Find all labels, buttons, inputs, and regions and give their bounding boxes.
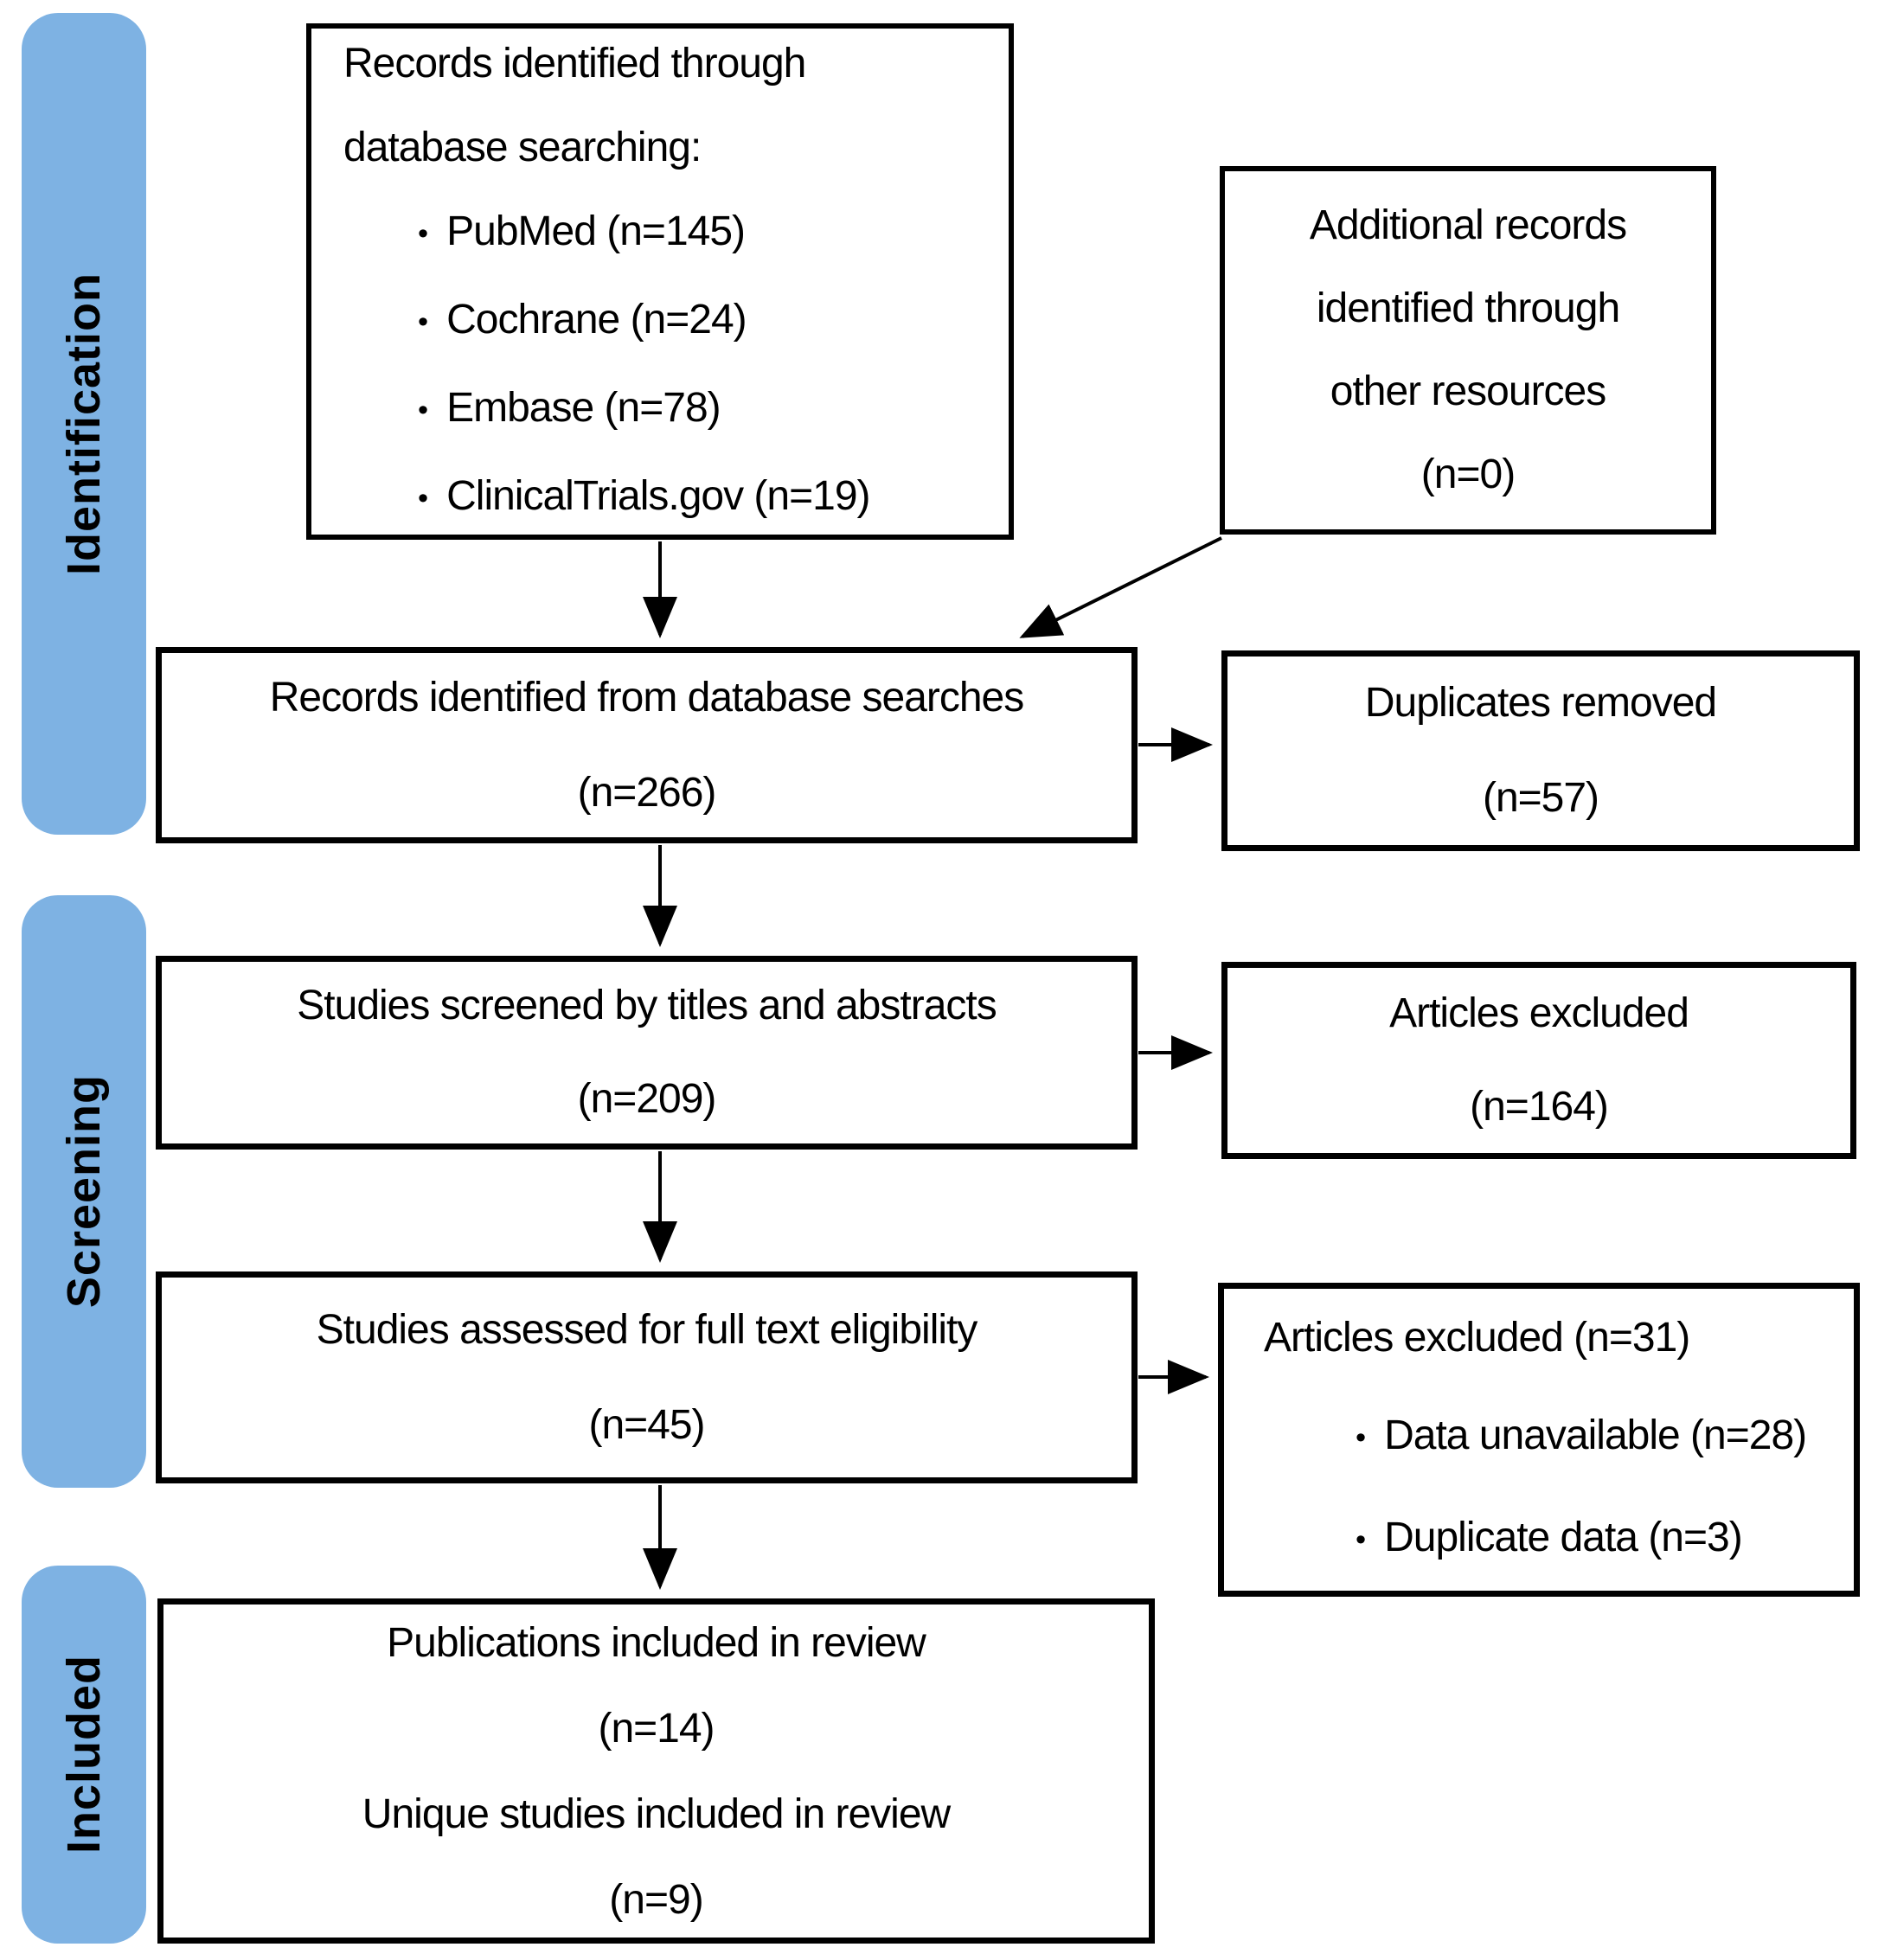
db-search-bullet-embase: Embase (n=78) (311, 366, 1009, 454)
box-studies-assessed: Studies assessed for full text eligibili… (156, 1271, 1138, 1483)
excluded-fulltext-bullet-data-unavailable: Data unavailable (n=28) (1224, 1387, 1854, 1489)
db-search-title-line-1: Records identified through (343, 40, 806, 86)
arrow-additional-to-identified (1019, 536, 1222, 638)
box-records-identified: Records identified from database searche… (156, 647, 1138, 843)
additional-count: (n=0) (1420, 452, 1516, 497)
excluded-titles-label: Articles excluded (1389, 990, 1689, 1036)
stage-label-screening: Screening (58, 1074, 110, 1309)
box-articles-excluded-screening: Articles excluded (n=164) (1221, 962, 1856, 1159)
box-articles-excluded-fulltext: Articles excluded (n=31) Data unavailabl… (1218, 1283, 1860, 1597)
stage-label-identification: Identification (58, 272, 110, 575)
db-search-bullet-pubmed: PubMed (n=145) (311, 189, 1009, 278)
stage-bar-screening: Screening (22, 895, 146, 1488)
duplicates-count: (n=57) (1482, 775, 1599, 821)
included-publications-count: (n=14) (598, 1705, 715, 1752)
stage-label-included: Included (58, 1655, 110, 1854)
additional-line-1: Additional records (1309, 202, 1627, 248)
additional-line-2: identified through (1316, 285, 1620, 331)
included-unique-label: Unique studies included in review (362, 1790, 951, 1837)
screened-count: (n=209) (577, 1076, 717, 1122)
stage-bar-included: Included (22, 1566, 146, 1944)
box-database-searching: Records identified through database sear… (306, 23, 1014, 540)
box-studies-screened: Studies screened by titles and abstracts… (156, 956, 1138, 1150)
db-search-bullet-cochrane: Cochrane (n=24) (311, 278, 1009, 366)
db-search-bullet-clinicaltrials: ClinicalTrials.gov (n=19) (311, 454, 1009, 542)
screened-label: Studies screened by titles and abstracts (297, 983, 997, 1028)
included-unique-count: (n=9) (609, 1876, 703, 1923)
excluded-fulltext-title: Articles excluded (n=31) (1264, 1315, 1690, 1361)
additional-line-3: other resources (1330, 368, 1606, 414)
excluded-fulltext-bullet-duplicate-data: Duplicate data (n=3) (1224, 1489, 1854, 1591)
db-search-title-line-2: database searching: (343, 124, 702, 170)
box-included-in-review: Publications included in review (n=14) U… (157, 1598, 1155, 1944)
duplicates-label: Duplicates removed (1364, 680, 1717, 726)
identified-count: (n=266) (577, 769, 717, 816)
box-additional-records: Additional records identified through ot… (1220, 166, 1716, 535)
stage-bar-identification: Identification (22, 13, 146, 835)
assessed-label: Studies assessed for full text eligibili… (316, 1306, 978, 1353)
identified-label: Records identified from database searche… (269, 674, 1024, 721)
included-publications-label: Publications included in review (387, 1619, 926, 1666)
assessed-count: (n=45) (588, 1401, 705, 1448)
excluded-titles-count: (n=164) (1470, 1084, 1609, 1130)
box-duplicates-removed: Duplicates removed (n=57) (1221, 650, 1860, 851)
